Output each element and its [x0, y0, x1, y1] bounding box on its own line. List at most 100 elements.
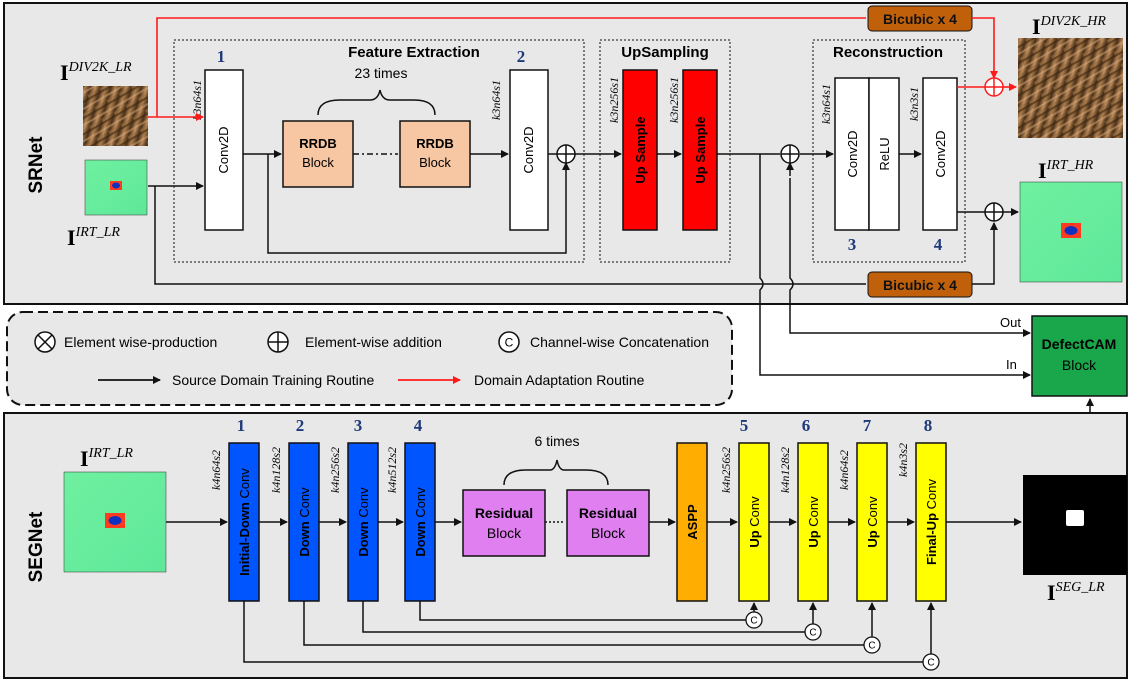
- srnet-conv-4-param: k3n3s1: [907, 87, 921, 121]
- segnet-param-2: k4n128s2: [269, 447, 283, 493]
- svg-text:Block: Block: [302, 155, 334, 170]
- irt-lr-image: [84, 159, 148, 216]
- legend-concat-label: Channel-wise Concatenation: [530, 334, 709, 350]
- srnet-conv-3: Conv2D: [834, 77, 870, 231]
- segnet-param-4: k4n512s2: [385, 447, 399, 493]
- up-conv-block-7: Up Conv: [856, 442, 888, 602]
- defectcam-block: DefectCAM Block: [1031, 315, 1128, 397]
- srnet-conv-2: Conv2D: [509, 69, 549, 231]
- svg-text:Residual: Residual: [579, 505, 637, 521]
- segnet-title: SEGNet: [26, 511, 47, 582]
- upsampling-label: UpSampling: [621, 44, 709, 61]
- svg-text:Down Conv: Down Conv: [356, 487, 371, 557]
- down-conv-block-3: Down Conv: [347, 442, 379, 602]
- segnet-routes: [166, 518, 1022, 663]
- svg-text:Residual: Residual: [475, 505, 533, 521]
- svg-text:C: C: [505, 336, 514, 350]
- svg-text:Bicubic x 4: Bicubic x 4: [883, 11, 957, 27]
- down-conv-block-2: Down Conv: [288, 442, 320, 602]
- srnet-red-routes: [148, 17, 1017, 121]
- upsampling-group: [599, 39, 731, 263]
- upsample-2-param: k3n256s1: [667, 77, 681, 123]
- segnet-num-7: 7: [863, 416, 872, 435]
- segnet-in-label: IIRT_LR: [80, 446, 133, 471]
- concat-icon: C: [863, 636, 881, 654]
- svg-text:RRDB: RRDB: [299, 136, 337, 151]
- svg-text:Conv2D: Conv2D: [933, 131, 948, 178]
- segnet-repeat-label: 6 times: [534, 433, 579, 449]
- defectcam-out-label: Out: [1000, 315, 1021, 330]
- srnet-conv-2-param: k3n64s1: [489, 80, 503, 120]
- svg-text:Down Conv: Down Conv: [297, 487, 312, 557]
- segnet-param-6: k4n128s2: [778, 447, 792, 493]
- svg-text:Conv2D: Conv2D: [216, 127, 231, 174]
- srnet-conv-3-num: 3: [848, 235, 857, 254]
- aspp-block: ASPP: [676, 442, 708, 602]
- svg-text:Up Sample: Up Sample: [633, 116, 648, 183]
- segnet-param-1: k4n64s2: [209, 450, 223, 490]
- legend-otimes-label: Element wise-production: [64, 334, 217, 350]
- svg-text:Block: Block: [1062, 357, 1097, 373]
- svg-text:ReLU: ReLU: [877, 137, 892, 170]
- segnet-output-image: [1023, 475, 1127, 575]
- svg-text:C: C: [809, 628, 816, 639]
- segnet-param-5: k4n256s2: [719, 447, 733, 493]
- segnet-panel: [3, 412, 1128, 679]
- concat-icon: C: [804, 623, 822, 641]
- legend-oplus-label: Element-wise addition: [305, 334, 442, 350]
- segnet-param-3: k4n256s2: [328, 447, 342, 493]
- bicubic-bottom: Bicubic x 4: [867, 271, 973, 298]
- oplus-icon: [556, 144, 576, 164]
- segnet-num-5: 5: [740, 416, 749, 435]
- srnet-title: SRNet: [26, 136, 47, 194]
- svg-text:Up Conv: Up Conv: [865, 496, 880, 548]
- feature-extraction-label: Feature Extraction: [348, 44, 480, 61]
- srnet-repeat-label: 23 times: [355, 65, 408, 81]
- upsample-1-param: k3n256s1: [607, 77, 621, 123]
- initial-down-conv-block: Initial-Down Conv: [228, 442, 260, 602]
- concat-icon: C: [922, 653, 940, 671]
- srnet-relu: ReLU: [868, 77, 900, 231]
- irt-lr-label: IIRT_LR: [67, 225, 120, 250]
- svg-text:C: C: [868, 641, 875, 652]
- svg-text:Bicubic x 4: Bicubic x 4: [883, 277, 957, 293]
- oplus-icon: [267, 331, 289, 353]
- svg-text:Up Conv: Up Conv: [747, 496, 762, 548]
- srnet-conv-1-num: 1: [217, 47, 226, 66]
- concat-icon: C: [745, 611, 763, 629]
- segnet-num-4: 4: [414, 416, 423, 435]
- svg-text:Up Conv: Up Conv: [806, 496, 821, 548]
- svg-text:RRDB: RRDB: [416, 136, 454, 151]
- up-conv-block-6: Up Conv: [797, 442, 829, 602]
- residual-block-2: Residual Block: [566, 489, 650, 557]
- srnet-black-routes: [148, 150, 1019, 285]
- up-conv-block-5: Up Conv: [738, 442, 770, 602]
- svg-text:Block: Block: [487, 525, 522, 541]
- bicubic-top: Bicubic x 4: [867, 5, 973, 32]
- rrdb-block-2: RRDB Block: [399, 120, 471, 188]
- oplus-icon: [984, 202, 1004, 222]
- down-conv-block-4: Down Conv: [404, 442, 436, 602]
- irt-hr-image: [1019, 181, 1123, 283]
- svg-text:Block: Block: [591, 525, 626, 541]
- srnet-conv-4: Conv2D: [922, 77, 958, 231]
- segnet-input-image: [63, 471, 167, 573]
- srnet-conv-1: Conv2D: [204, 69, 244, 231]
- div2k-lr-label: IDIV2K_LR: [60, 60, 132, 85]
- defectcam-in-label-1: In: [1006, 357, 1017, 372]
- svg-text:Conv2D: Conv2D: [521, 127, 536, 174]
- segnet-param-7: k4n64s2: [837, 450, 851, 490]
- svg-text:DefectCAM: DefectCAM: [1042, 336, 1117, 352]
- segnet-num-1: 1: [237, 416, 246, 435]
- residual-brace: [503, 459, 609, 486]
- srnet-conv-2-num: 2: [517, 47, 526, 66]
- svg-text:Down Conv: Down Conv: [413, 487, 428, 557]
- segnet-num-6: 6: [802, 416, 811, 435]
- oplus-icon: [780, 144, 800, 164]
- svg-text:Block: Block: [419, 155, 451, 170]
- srnet-conv-4-num: 4: [934, 235, 943, 254]
- svg-text:ASPP: ASPP: [685, 504, 700, 540]
- rrdb-brace: [317, 89, 436, 116]
- concat-icon: C: [498, 331, 520, 353]
